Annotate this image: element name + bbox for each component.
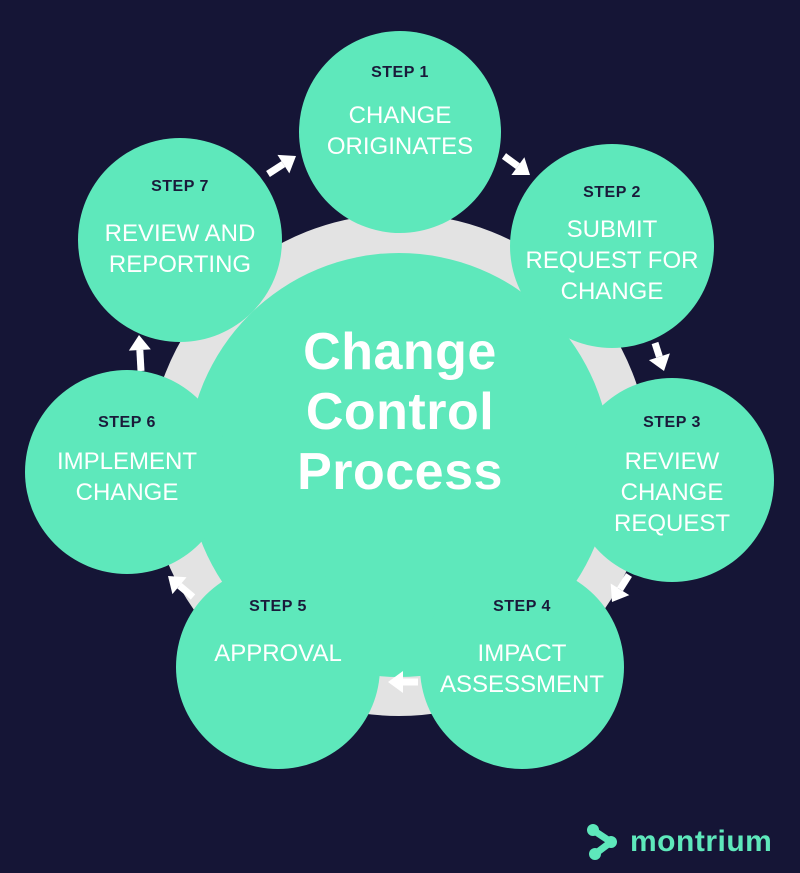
brand-logo: montrium xyxy=(586,822,772,862)
cycle-arrow-head-4 xyxy=(610,583,630,602)
step-2-label: STEP 2 xyxy=(583,184,641,201)
step-3-title: REVIEW CHANGE REQUEST xyxy=(613,448,730,537)
step-6-circle: STEP 6 IMPLEMENT CHANGE xyxy=(25,370,229,574)
step-7-title: REVIEW AND REPORTING xyxy=(104,220,256,278)
step-5-label: STEP 5 xyxy=(249,598,307,615)
cycle-arrows xyxy=(128,153,670,693)
step-5-title: APPROVAL xyxy=(214,640,342,667)
cycle-arrow-shaft-2 xyxy=(501,153,520,169)
step-1-title: CHANGE ORIGINATES xyxy=(326,102,474,160)
step-4-circle: STEP 4 IMPACT ASSESSMENT xyxy=(420,565,624,769)
cycle-arrow-head-5 xyxy=(388,671,403,693)
cycle-arrow-shaft-4 xyxy=(617,573,632,592)
step-4-label: STEP 4 xyxy=(493,598,551,615)
step-2-circle: STEP 2 SUBMIT REQUEST FOR CHANGE xyxy=(510,144,714,348)
step-4-title: IMPACT ASSESSMENT xyxy=(439,640,605,698)
cycle-arrow-head-1 xyxy=(277,154,296,174)
step-5-circle: STEP 5 APPROVAL xyxy=(176,565,380,769)
step-2-title: SUBMIT REQUEST FOR CHANGE xyxy=(525,216,699,305)
step-3-label: STEP 3 xyxy=(643,414,701,431)
cycle-arrow-head-3 xyxy=(648,353,670,371)
step-1-circle: STEP 1 CHANGE ORIGINATES xyxy=(299,31,501,233)
step-6-title: IMPLEMENT CHANGE xyxy=(56,448,197,506)
step-6-label: STEP 6 xyxy=(98,414,156,431)
cycle-arrow-head-7 xyxy=(128,335,151,351)
cycle-arrow-shaft-1 xyxy=(266,161,286,177)
cycle-arrow-head-2 xyxy=(511,157,530,176)
brand-name: montrium xyxy=(630,825,773,858)
cycle-arrow-shaft-3 xyxy=(651,341,663,358)
step-3-circle: STEP 3 REVIEW CHANGE REQUEST xyxy=(570,378,774,582)
step-7-circle: STEP 7 REVIEW AND REPORTING xyxy=(78,138,282,342)
cycle-arrow-shaft-6 xyxy=(177,582,196,600)
montrium-logo-icon xyxy=(587,824,617,860)
step-7-label: STEP 7 xyxy=(151,178,209,195)
center-title: Change Control Process xyxy=(297,323,503,501)
cycle-arrow-shaft-7 xyxy=(136,349,145,372)
cycle-arrow-head-6 xyxy=(168,576,187,595)
step-1-label: STEP 1 xyxy=(371,64,429,81)
